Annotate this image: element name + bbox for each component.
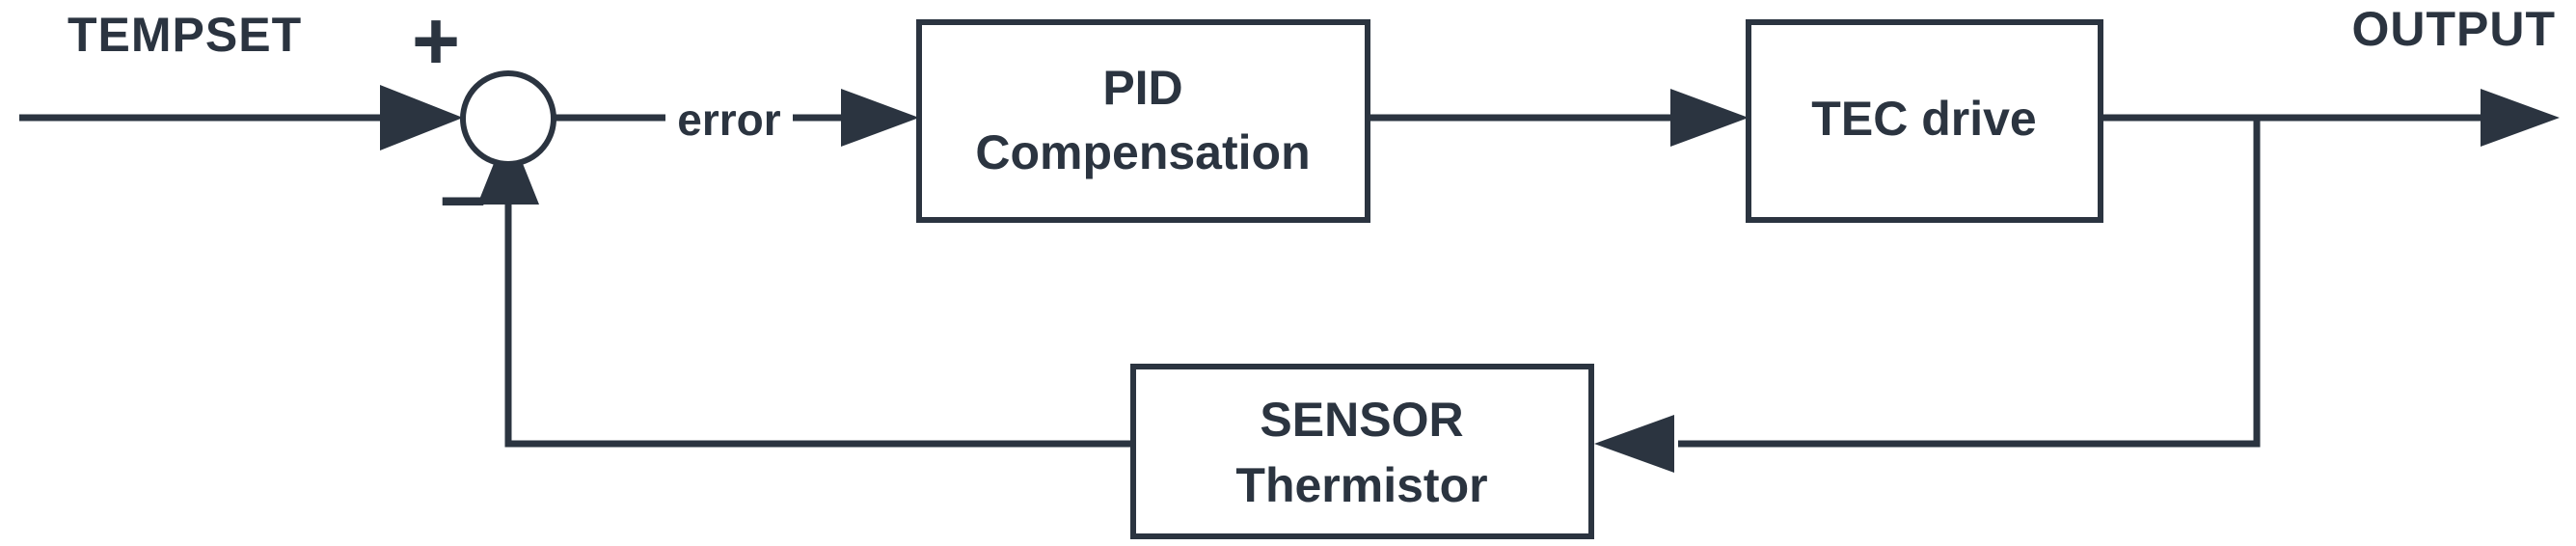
- arrowhead-into-sensor-block: [1594, 415, 1674, 473]
- arrowhead-output: [2481, 89, 2560, 147]
- arrowhead-into-pid-block: [841, 89, 919, 147]
- tempset-label: TEMPSET: [68, 8, 302, 62]
- error-label: error: [677, 95, 780, 145]
- sensor-block-label-line2: Thermistor: [1235, 458, 1487, 512]
- wire-tec-to-output: [2101, 89, 2560, 147]
- sensor-block-label-line1: SENSOR: [1260, 393, 1463, 447]
- wire-tempset-to-summing-junction: [19, 85, 463, 150]
- pid-block-label-line1: PID: [1102, 61, 1182, 115]
- wire-output-to-sensor-feedback: [1594, 118, 2261, 473]
- output-label: OUTPUT: [2351, 2, 2556, 56]
- tec-drive-block[interactable]: TEC drive: [1746, 19, 2103, 223]
- pid-block-label-line2: Compensation: [975, 125, 1310, 179]
- sensor-thermistor-block[interactable]: SENSOR Thermistor: [1130, 364, 1594, 539]
- minus-sign-icon: –: [440, 150, 486, 242]
- summing-junction[interactable]: [460, 70, 556, 167]
- tec-block-label-line1: TEC drive: [1811, 92, 2036, 146]
- wire-error-to-pid: [554, 89, 919, 147]
- arrowhead-into-summing-junction: [380, 85, 463, 150]
- pid-compensation-block[interactable]: PID Compensation: [916, 19, 1370, 223]
- arrowhead-into-tec-block: [1670, 89, 1749, 147]
- plus-sign-icon: +: [412, 0, 460, 88]
- wire-pid-to-tec: [1368, 89, 1749, 147]
